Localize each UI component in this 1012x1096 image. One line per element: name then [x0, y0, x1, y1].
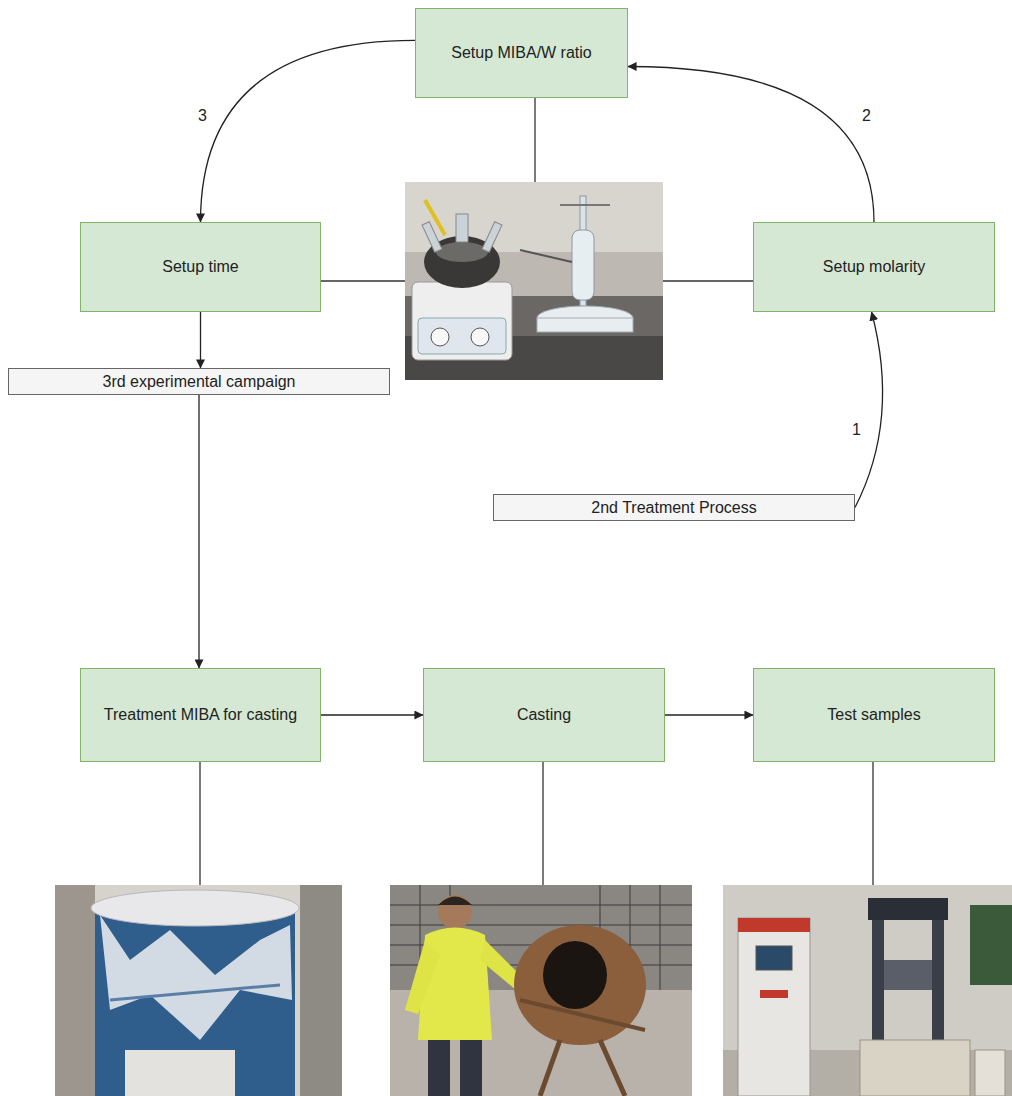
- box-text: Setup molarity: [823, 257, 925, 277]
- flow-arrow: [321, 714, 423, 715]
- lab-photo: [405, 182, 663, 380]
- box-text: 2nd Treatment Process: [591, 498, 756, 518]
- barrel-photo: [55, 885, 342, 1096]
- flow-arrow: [200, 312, 201, 368]
- treatment-label-box: 2nd Treatment Process: [493, 494, 855, 521]
- step-number: 2: [862, 108, 871, 124]
- flow-arrow: [201, 40, 416, 222]
- mixer-photo: [390, 885, 692, 1096]
- step-number: 3: [198, 108, 207, 124]
- box-text: Treatment MIBA for casting: [104, 705, 297, 725]
- process-box: Casting: [423, 668, 665, 762]
- campaign-label-box: 3rd experimental campaign: [8, 368, 390, 395]
- flow-arrow: [628, 67, 874, 223]
- process-box: Setup MIBA/W ratio: [415, 8, 628, 98]
- process-box: Setup time: [80, 222, 321, 312]
- flow-arrow: [855, 312, 883, 508]
- flow-arrow: [198, 395, 199, 668]
- box-text: Casting: [517, 705, 571, 725]
- process-box: Treatment MIBA for casting: [80, 668, 321, 762]
- box-text: Setup MIBA/W ratio: [451, 43, 592, 63]
- box-text: 3rd experimental campaign: [103, 372, 296, 392]
- process-box: Test samples: [753, 668, 995, 762]
- flow-arrow: [665, 714, 753, 715]
- testing-photo: [723, 885, 1012, 1096]
- box-text: Setup time: [162, 257, 238, 277]
- box-text: Test samples: [827, 705, 920, 725]
- leader-lines: [200, 98, 873, 890]
- step-number: 1: [852, 422, 861, 438]
- process-box: Setup molarity: [753, 222, 995, 312]
